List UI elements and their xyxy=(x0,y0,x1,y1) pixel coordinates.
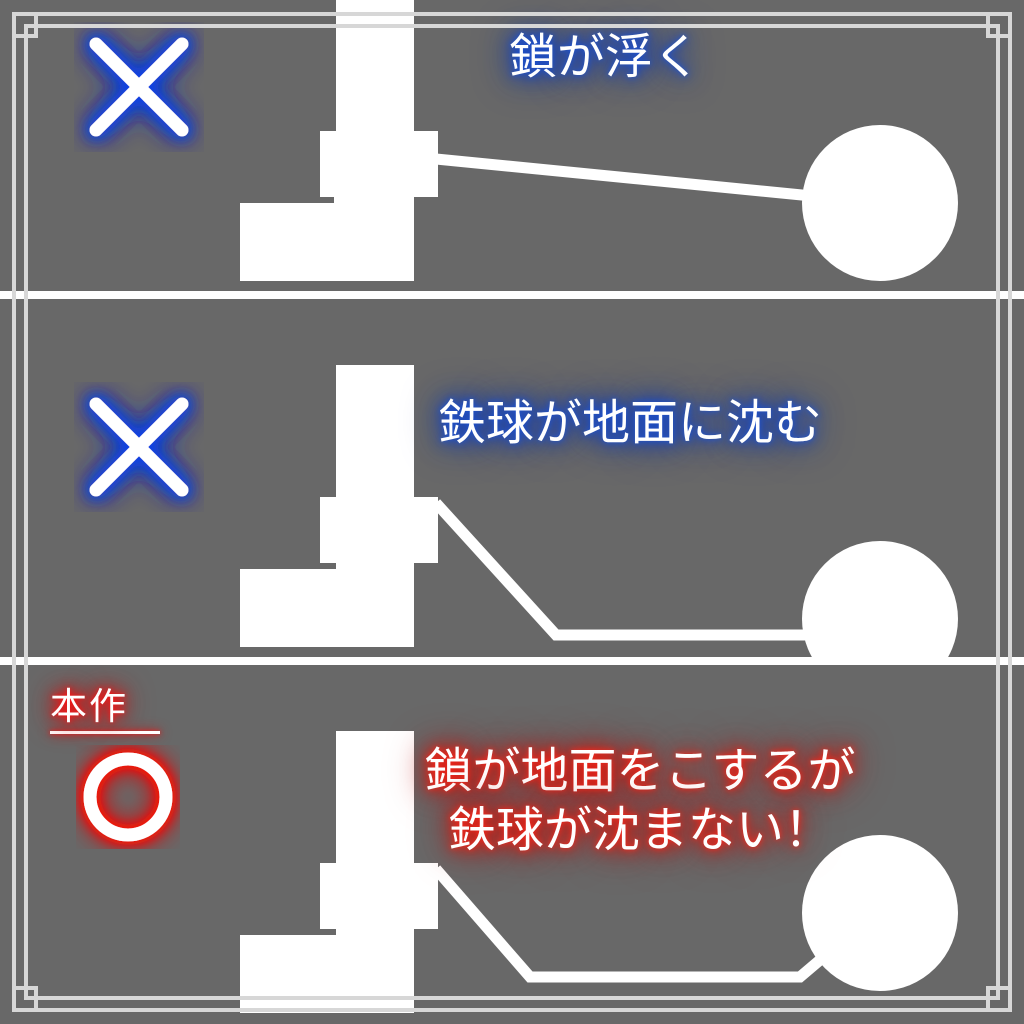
panel-divider xyxy=(0,291,1024,299)
wrecking-ball xyxy=(802,541,958,657)
panel-correct-caption: 鎖が地面をこするが 鉄球が沈まない！ xyxy=(424,743,856,858)
cross-mark-icon xyxy=(74,22,204,152)
machine-base xyxy=(240,203,414,281)
machine-head xyxy=(320,863,438,929)
panel-float-caption: 鎖が浮く xyxy=(508,29,701,85)
wrecking-ball xyxy=(802,125,958,281)
honsaku-underline xyxy=(50,730,160,734)
chain-link xyxy=(435,153,813,202)
machine-base xyxy=(240,935,414,1013)
panel-sink-caption: 鉄球が地面に沈む xyxy=(437,395,822,451)
cross-mark-icon xyxy=(74,382,204,512)
chain-link xyxy=(431,865,844,983)
machine-base xyxy=(240,569,414,647)
honsaku-label: 本作 xyxy=(50,685,128,728)
machine-head xyxy=(320,131,438,197)
honsaku-badge: 本作 xyxy=(50,685,160,734)
chain-link xyxy=(431,499,830,641)
panel-divider xyxy=(0,657,1024,665)
circle-mark-icon xyxy=(76,745,180,849)
machine-head xyxy=(320,497,438,563)
